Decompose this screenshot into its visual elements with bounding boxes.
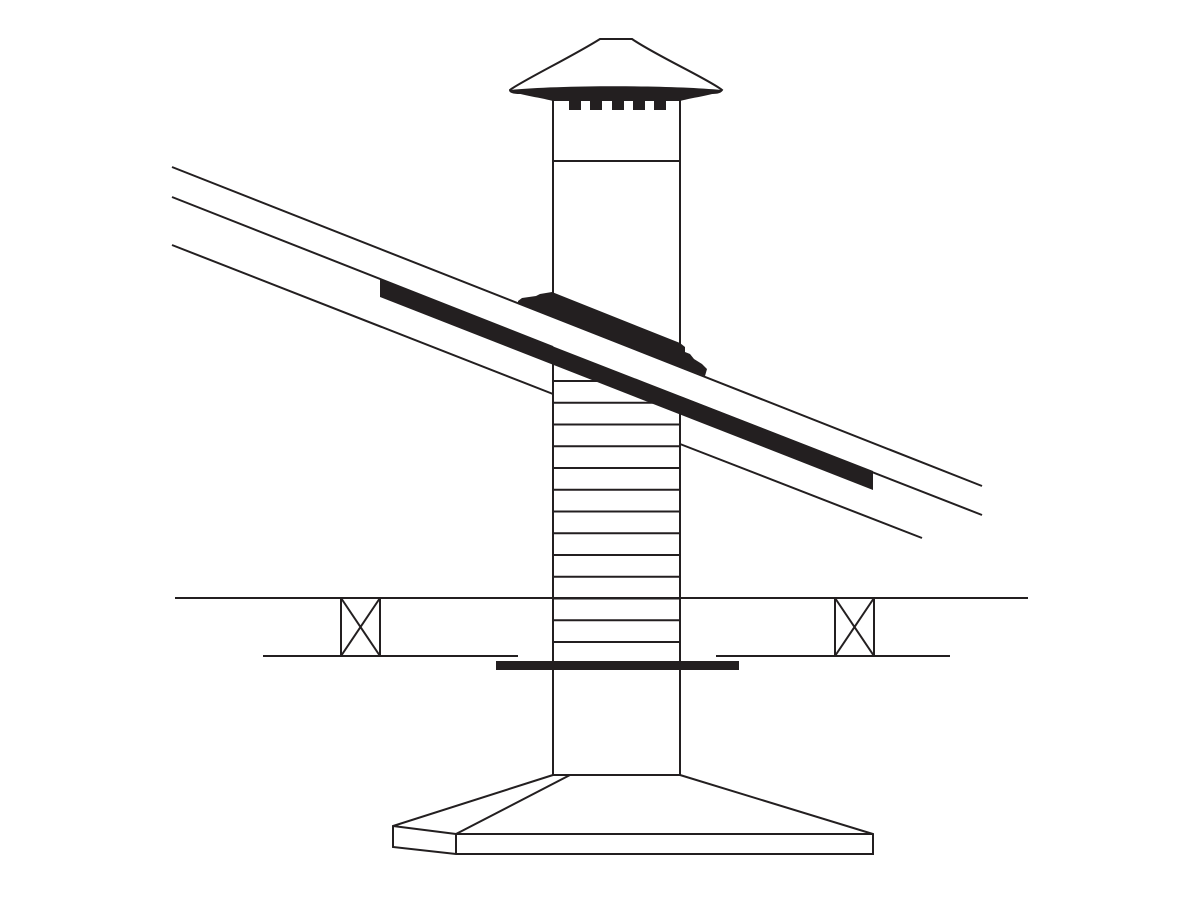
- pipe-insulation-stripes: [553, 380, 680, 643]
- pipe-upper: [552, 95, 681, 367]
- roof-surface-gap: [172, 167, 982, 515]
- cap-vents: [569, 95, 666, 110]
- joist-right: [834, 597, 875, 657]
- ceiling: [175, 597, 1028, 670]
- roof-rafter-line: [171, 244, 554, 395]
- joist-left: [340, 597, 381, 657]
- roof-flashing-plate: [380, 279, 873, 490]
- storm-collar: [518, 292, 707, 376]
- pipe-lower: [552, 360, 681, 775]
- chimney-cap: [508, 38, 724, 110]
- range-hood: [392, 774, 874, 855]
- ceiling-support-plate: [496, 661, 739, 670]
